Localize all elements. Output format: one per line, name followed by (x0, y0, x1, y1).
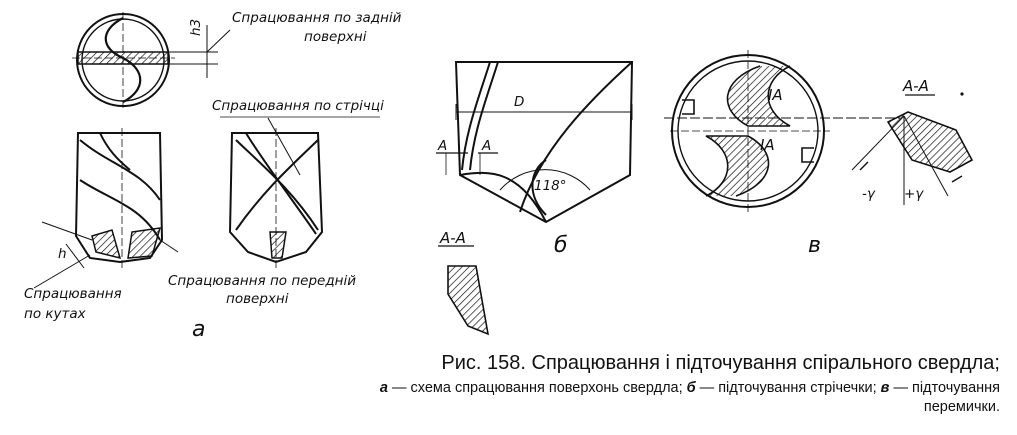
caption-a-letter: а (379, 380, 388, 396)
label-wear-front-2: поверхні (226, 291, 289, 307)
caption-v-letter: в (880, 380, 890, 396)
drill-side-view-wear-corners (33, 128, 179, 289)
label-sub-v: в (808, 233, 821, 258)
drill-margin-sharpening (436, 61, 634, 224)
drill-end-view-a (72, 12, 231, 110)
caption-a-text: — схема спрацювання поверхонь свердла; (391, 380, 683, 396)
label-section-aa-v: A-A (902, 77, 929, 95)
caption-v-text: — підточування (893, 380, 1000, 396)
label-A-right: A (481, 138, 491, 154)
drill-side-view-wear-margin (220, 116, 380, 270)
label-wear-back-surface-2: поверхні (304, 29, 367, 45)
label-section-aa-b: A-A (439, 229, 466, 247)
label-D: D (514, 94, 524, 110)
caption-b-text: — підточування стрічечки; (699, 380, 877, 396)
label-wear-back-surface-1: Спрацювання по задній (232, 10, 402, 26)
label-sub-b: б (554, 233, 568, 258)
section-aa-v (851, 94, 974, 205)
label-1a-top: IA (768, 86, 783, 104)
label-sub-a: а (192, 317, 205, 342)
label-wear-front-1: Спрацювання по передній (168, 273, 356, 289)
label-wear-corners-1: Спрацювання (24, 286, 122, 302)
label-minus-gamma: -γ (862, 186, 876, 202)
label-h3: h3 (188, 19, 204, 36)
section-aa-b (438, 245, 490, 336)
panel-a (33, 12, 380, 289)
caption-b-letter: б (686, 380, 696, 396)
label-wear-corners-2: по кутах (24, 306, 87, 322)
label-h: h (58, 246, 67, 262)
label-angle-118: 118° (534, 178, 567, 194)
drill-web-thinning (664, 50, 900, 212)
panel-b (436, 61, 634, 336)
figure-caption-title: Рис. 158. Спрацювання і підточування спі… (441, 352, 1000, 374)
figure-caption-line1: а — схема спрацювання поверхонь свердла;… (0, 380, 1000, 396)
label-wear-margin: Спрацювання по стрічці (212, 98, 384, 114)
dot-mark (960, 92, 964, 96)
label-1a-bottom: IA (760, 136, 775, 154)
label-plus-gamma: +γ (904, 186, 924, 202)
panel-v (664, 50, 974, 212)
label-A-left: A (437, 138, 447, 154)
figure-caption-line2: перемички. (923, 399, 1000, 415)
